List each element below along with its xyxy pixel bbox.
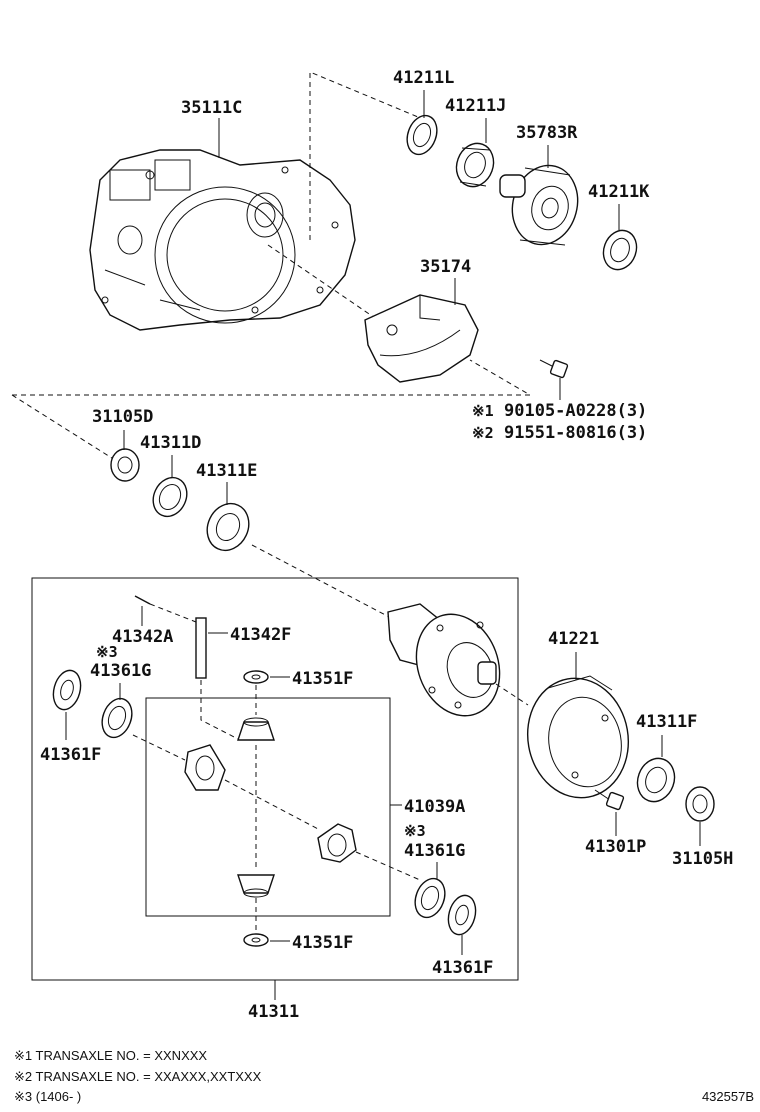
washer-41361F-right[interactable]: [444, 892, 479, 937]
label-41361F-left[interactable]: 41361F: [40, 745, 101, 765]
shim-41311D[interactable]: [147, 472, 193, 522]
label-35111C[interactable]: 35111C: [181, 98, 242, 118]
footnote-3: ※3 (1406- ): [14, 1089, 81, 1104]
transaxle-housing[interactable]: [89, 149, 356, 331]
kit-box-41039A: [145, 697, 391, 917]
washer-41351F-top[interactable]: [243, 670, 269, 684]
label-35174[interactable]: 35174: [420, 257, 471, 277]
label-41311E[interactable]: 41311E: [196, 461, 257, 481]
label-41211J[interactable]: 41211J: [445, 96, 506, 116]
label-41311D[interactable]: 41311D: [140, 433, 201, 453]
gear-35783R[interactable]: [499, 158, 586, 252]
mark-3-upper: ※3: [96, 643, 118, 661]
label-41211L[interactable]: 41211L: [393, 68, 454, 88]
oil-seal-41211L[interactable]: [402, 111, 442, 158]
washer-41361G-left[interactable]: [97, 694, 137, 741]
shaft-41342F[interactable]: [195, 617, 207, 679]
ring-gear-41221[interactable]: [518, 670, 637, 806]
washer-41361G-right[interactable]: [410, 874, 450, 921]
label-35783R[interactable]: 35783R: [516, 123, 578, 143]
bearing-41311E[interactable]: [200, 497, 257, 557]
side-gear-right[interactable]: [317, 823, 357, 863]
bolt2-mark: ※2: [472, 424, 494, 442]
side-gear-left[interactable]: [184, 744, 226, 791]
diagram-id: 432557B: [702, 1089, 754, 1104]
label-41351F-bottom[interactable]: 41351F: [292, 933, 353, 953]
footnote-1: ※1 TRANSAXLE NO. = XXNXXX: [14, 1048, 207, 1063]
bearing-41211J[interactable]: [451, 138, 500, 192]
label-41342F[interactable]: 41342F: [230, 625, 291, 645]
label-41361G-upper[interactable]: 41361G: [90, 661, 151, 681]
label-41039A[interactable]: 41039A: [404, 797, 465, 817]
pin-41342A[interactable]: [134, 595, 151, 605]
pinion-gear-bottom[interactable]: [237, 874, 275, 898]
label-41211K[interactable]: 41211K: [588, 182, 650, 202]
washer-41351F-bottom[interactable]: [243, 933, 269, 947]
washer-41361F-left[interactable]: [49, 667, 84, 712]
footnote-2: ※2 TRANSAXLE NO. = XXAXXX,XXTXXX: [14, 1069, 262, 1084]
label-41342A[interactable]: 41342A: [112, 627, 173, 647]
bolt-41301P[interactable]: [594, 789, 625, 811]
mark-3-lower: ※3: [404, 822, 426, 840]
bolt1-part-number[interactable]: 90105-A0228(3): [504, 401, 647, 421]
label-31105D[interactable]: 31105D: [92, 407, 153, 427]
differential-case[interactable]: [387, 602, 513, 727]
label-41351F-top[interactable]: 41351F: [292, 669, 353, 689]
label-41221[interactable]: 41221: [548, 629, 599, 649]
bolt-90105[interactable]: [539, 359, 569, 379]
label-31105H[interactable]: 31105H: [672, 849, 733, 869]
bolt1-mark: ※1: [472, 402, 494, 420]
bolt2-part-number[interactable]: 91551-80816(3): [504, 423, 647, 443]
oil-seal-31105D[interactable]: [110, 448, 140, 482]
pinion-gear-top[interactable]: [237, 717, 275, 741]
label-41361F-right[interactable]: 41361F: [432, 958, 493, 978]
bearing-41211K[interactable]: [598, 226, 642, 275]
label-41301P[interactable]: 41301P: [585, 837, 646, 857]
oil-shield-35174[interactable]: [364, 294, 479, 383]
label-41311[interactable]: 41311: [248, 1002, 299, 1022]
label-41311F[interactable]: 41311F: [636, 712, 697, 732]
oil-seal-31105H[interactable]: [685, 786, 715, 822]
label-41361G-lower[interactable]: 41361G: [404, 841, 465, 861]
bearing-41311F[interactable]: [632, 753, 681, 807]
